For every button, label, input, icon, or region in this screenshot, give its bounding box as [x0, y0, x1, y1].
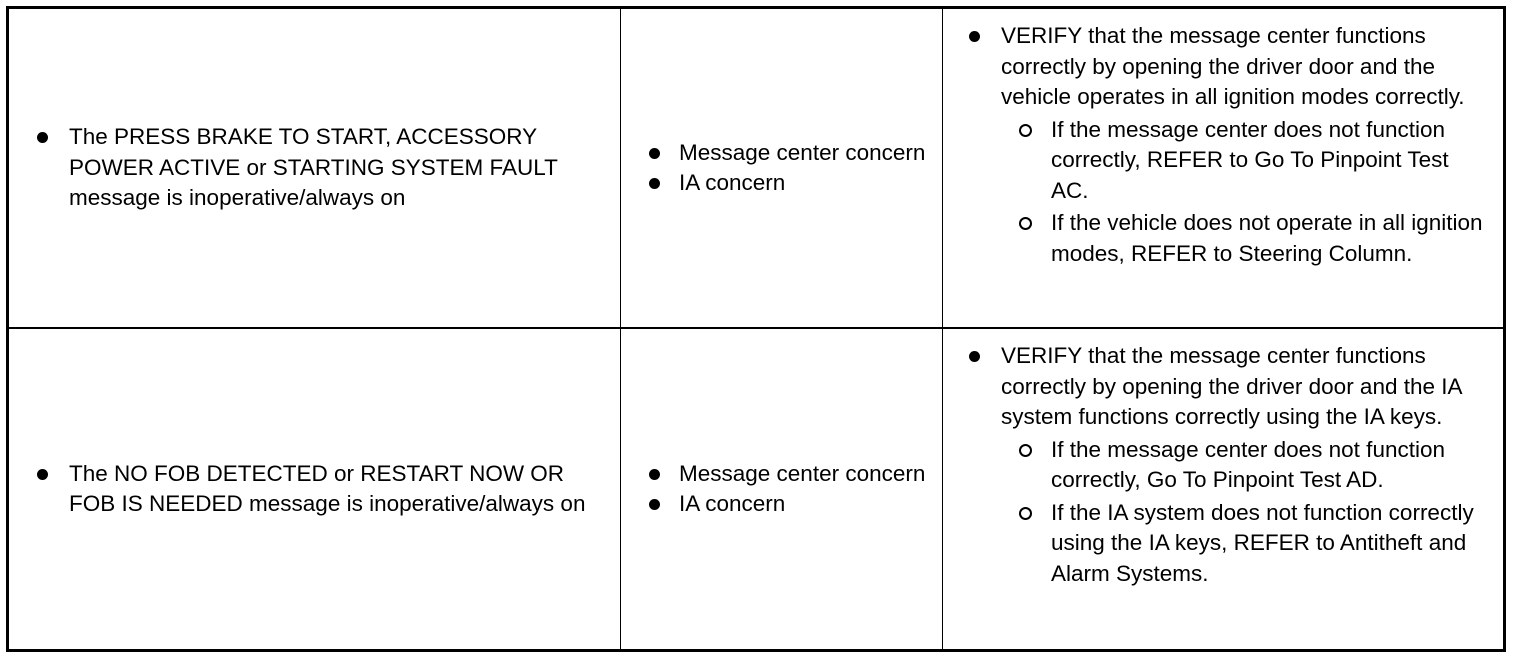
- condition-cell: The NO FOB DETECTED or RESTART NOW OR FO…: [9, 329, 621, 649]
- action-sub-item: If the message center does not function …: [1017, 115, 1487, 207]
- action-sub-item: If the message center does not function …: [1017, 435, 1487, 496]
- action-list: VERIFY that the message center functions…: [967, 341, 1487, 591]
- action-sub-item: If the vehicle does not operate in all i…: [1017, 208, 1487, 269]
- cause-item: IA concern: [647, 489, 925, 520]
- condition-list: The NO FOB DETECTED or RESTART NOW OR FO…: [35, 459, 600, 520]
- action-cell: VERIFY that the message center functions…: [943, 9, 1503, 327]
- action-list: VERIFY that the message center functions…: [967, 21, 1487, 271]
- condition-cell: The PRESS BRAKE TO START, ACCESSORY POWE…: [9, 9, 621, 327]
- condition-list: The PRESS BRAKE TO START, ACCESSORY POWE…: [35, 122, 600, 214]
- cause-cell: Message center concern IA concern: [621, 9, 943, 327]
- cause-item: Message center concern: [647, 138, 925, 169]
- cause-item: IA concern: [647, 168, 925, 199]
- table-row: The NO FOB DETECTED or RESTART NOW OR FO…: [9, 329, 1503, 649]
- table-row: The PRESS BRAKE TO START, ACCESSORY POWE…: [9, 9, 1503, 329]
- action-item: VERIFY that the message center functions…: [967, 341, 1487, 589]
- cause-list: Message center concern IA concern: [647, 459, 925, 520]
- cause-item: Message center concern: [647, 459, 925, 490]
- cause-list: Message center concern IA concern: [647, 138, 925, 199]
- diagnostic-table: The PRESS BRAKE TO START, ACCESSORY POWE…: [6, 6, 1506, 652]
- cause-cell: Message center concern IA concern: [621, 329, 943, 649]
- action-sub-list: If the message center does not function …: [1017, 435, 1487, 590]
- condition-item: The NO FOB DETECTED or RESTART NOW OR FO…: [35, 459, 600, 520]
- condition-item: The PRESS BRAKE TO START, ACCESSORY POWE…: [35, 122, 600, 214]
- action-cell: VERIFY that the message center functions…: [943, 329, 1503, 649]
- action-main-text: VERIFY that the message center functions…: [1001, 343, 1462, 429]
- action-item: VERIFY that the message center functions…: [967, 21, 1487, 269]
- action-main-text: VERIFY that the message center functions…: [1001, 23, 1465, 109]
- action-sub-list: If the message center does not function …: [1017, 115, 1487, 270]
- action-sub-item: If the IA system does not function corre…: [1017, 498, 1487, 590]
